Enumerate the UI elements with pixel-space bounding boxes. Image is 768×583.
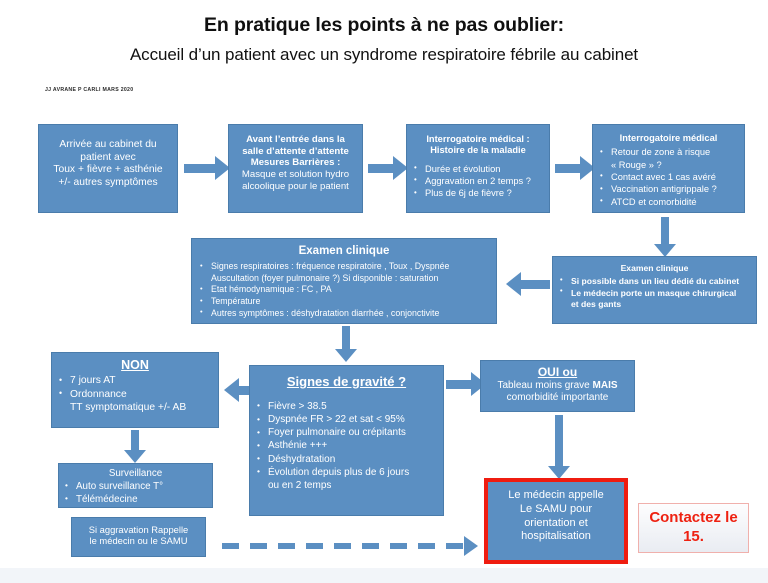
- arrow-oui-to-samu: [548, 415, 570, 479]
- node-interro-hist-bullet-1: Durée et évolution: [412, 163, 544, 175]
- node-signes-bullet-3: Foyer pulmonaire ou crépitants: [255, 427, 438, 439]
- node-samu-line-2: Le SAMU pour: [519, 502, 593, 515]
- node-signes-bullet-6-cont: ou en 2 temps: [268, 479, 332, 491]
- node-examen-droite-heading: Examen clinique: [620, 263, 689, 273]
- node-oui-line-2: comorbidité importante: [506, 391, 609, 403]
- node-avant-line-1: Masque et solution hydro: [241, 169, 350, 181]
- node-examen-centre-bullet-1: Signes respiratoires : fréquence respira…: [198, 261, 490, 272]
- node-examen-centre-bullet-4: Autres symptômes : déshydratation diarrh…: [198, 307, 490, 319]
- node-avant-heading-1: Avant l’entrée dans la: [246, 134, 345, 145]
- arrow-examen-droite-to-centre: [506, 272, 550, 297]
- node-samu-line-4: hospitalisation: [521, 530, 591, 543]
- node-aggravation-rappelle: Si aggravation Rappelle le médecin ou le…: [71, 517, 206, 557]
- node-surveillance-heading: Surveillance: [108, 468, 163, 479]
- node-avant-entree: Avant l’entrée dans la salle d’attente d…: [228, 124, 363, 213]
- node-aggravation-line-1: Si aggravation Rappelle: [88, 524, 189, 535]
- node-signes-heading: Signes de gravité ?: [286, 374, 407, 389]
- node-oui-line-1: Tableau moins grave MAIS: [485, 380, 630, 392]
- arrow-histoire-to-risque: [555, 156, 595, 181]
- node-interro-hist-heading-2: Histoire de la maladie: [430, 145, 526, 156]
- node-samu-line-1: Le médecin appelle: [508, 489, 604, 501]
- node-arrivee-line-3: Toux + fièvre + asthénie: [53, 164, 163, 176]
- node-examen-centre-bullet-2: Etat hémodynamique : FC , PA: [198, 284, 490, 295]
- node-interro-risque-bullet-1-cont: « Rouge » ?: [611, 159, 662, 170]
- node-examen-clinique-droite: Examen clinique Si possible dans un lieu…: [552, 256, 757, 324]
- node-non-bullet-2-cont: TT symptomatique +/- AB: [70, 402, 187, 414]
- node-avant-heading-2: salle d’attente d’attente: [242, 145, 349, 157]
- node-surveillance-bullet-1: Auto surveillance T°: [63, 480, 208, 493]
- node-interro-risque-bullet-2: Contact avec 1 cas avéré: [598, 171, 739, 183]
- node-interro-hist-bullet-2: Aggravation en 2 temps ?: [412, 175, 544, 187]
- node-oui-line-1-bold: MAIS: [592, 379, 618, 391]
- node-examen-droite-bullet-1: Si possible dans un lieu dédié du cabine…: [558, 276, 751, 287]
- node-surveillance-bullet-2: Télémédecine: [63, 493, 208, 506]
- node-interro-risque-bullet-1: Retour de zone à risque: [598, 147, 739, 158]
- node-examen-droite-bullet-2: Le médecin porte un masque chirurgical: [558, 287, 751, 298]
- node-examen-centre-bullet-3: Température: [198, 296, 490, 307]
- node-avant-heading-3: Mesures Barrières :: [250, 157, 341, 169]
- node-oui-heading: OUI ou: [537, 365, 578, 379]
- arrow-non-to-surveillance: [124, 430, 146, 463]
- node-surveillance: Surveillance Auto surveillance T° Télémé…: [58, 463, 213, 508]
- page-title: En pratique les points à ne pas oublier:: [203, 14, 565, 36]
- node-arrivee-cabinet: Arrivée au cabinet du patient avec Toux …: [38, 124, 178, 213]
- node-interro-hist-heading-1: Interrogatoire médical :: [426, 134, 530, 144]
- node-non-bullet-1: 7 jours AT: [57, 375, 213, 388]
- node-avant-line-2: alcoolique pour le patient: [242, 180, 349, 192]
- node-oui-line-1-prefix: Tableau moins grave: [497, 379, 593, 391]
- dashed-connector-arrowhead: [464, 536, 478, 556]
- node-signes-bullet-1: Fièvre > 38.5: [255, 400, 438, 413]
- arrow-risque-to-examen-droite: [654, 217, 676, 257]
- node-non-heading: NON: [121, 358, 149, 372]
- page-subtitle: Accueil d’un patient avec un syndrome re…: [129, 45, 639, 64]
- node-examen-clinique-centre: Examen clinique Signes respiratoires : f…: [191, 238, 497, 324]
- callout-contactez-le-15: Contactez le 15.: [638, 503, 749, 553]
- node-aggravation-line-2: le médecin ou le SAMU: [89, 535, 188, 547]
- node-interro-risque-bullet-3: Vaccination antigrippale ?: [598, 184, 739, 195]
- node-arrivee-line-4: +/- autres symptômes: [58, 176, 158, 188]
- author-credit: JJ AVRANE P CARLI MARS 2020: [45, 87, 134, 93]
- node-interro-risque-heading: Interrogatoire médical: [619, 133, 718, 143]
- node-signes-bullet-5: Déshydratation: [255, 453, 438, 466]
- arrow-arrivee-to-avant: [184, 156, 230, 181]
- node-arrivee-line-2: patient avec: [80, 151, 136, 163]
- node-signes-bullet-2: Dyspnée FR > 22 et sat < 95%: [255, 414, 438, 426]
- node-non-bullet-2: Ordonnance: [57, 388, 213, 402]
- footer-strip: [0, 568, 768, 583]
- node-signes-bullet-6: Évolution depuis plus de 6 jours: [255, 466, 438, 479]
- node-examen-centre-heading: Examen clinique: [298, 245, 390, 257]
- node-signes-bullet-4: Asthénie +++: [255, 440, 438, 452]
- node-interro-hist-bullet-3: Plus de 6j de fièvre ?: [412, 188, 544, 199]
- node-examen-droite-bullet-2-cont: et des gants: [571, 299, 622, 310]
- node-oui: OUI ou Tableau moins grave MAIS comorbid…: [480, 360, 635, 412]
- callout-line-2: 15.: [683, 528, 704, 545]
- node-appel-samu: Le médecin appelle Le SAMU pour orientat…: [484, 478, 628, 564]
- node-samu-line-3: orientation et: [524, 516, 588, 529]
- node-examen-centre-bullet-1-cont: Auscultation (foyer pulmonaire ?) Si dis…: [211, 272, 439, 283]
- node-interrogatoire-histoire: Interrogatoire médical : Histoire de la …: [406, 124, 550, 213]
- node-interrogatoire-risque: Interrogatoire médical Retour de zone à …: [592, 124, 745, 213]
- arrow-avant-to-interro-histoire: [368, 156, 408, 181]
- node-signes-de-gravite: Signes de gravité ? Fièvre > 38.5 Dyspné…: [249, 365, 444, 516]
- callout-line-1: Contactez le: [649, 509, 738, 527]
- arrow-examen-centre-to-signes: [335, 326, 357, 362]
- node-arrivee-line-1: Arrivée au cabinet du: [59, 139, 157, 150]
- node-non: NON 7 jours AT Ordonnance TT symptomatiq…: [51, 352, 219, 428]
- node-interro-risque-bullet-4: ATCD et comorbidité: [598, 196, 739, 208]
- dashed-connector-aggravation-to-samu: [222, 543, 465, 549]
